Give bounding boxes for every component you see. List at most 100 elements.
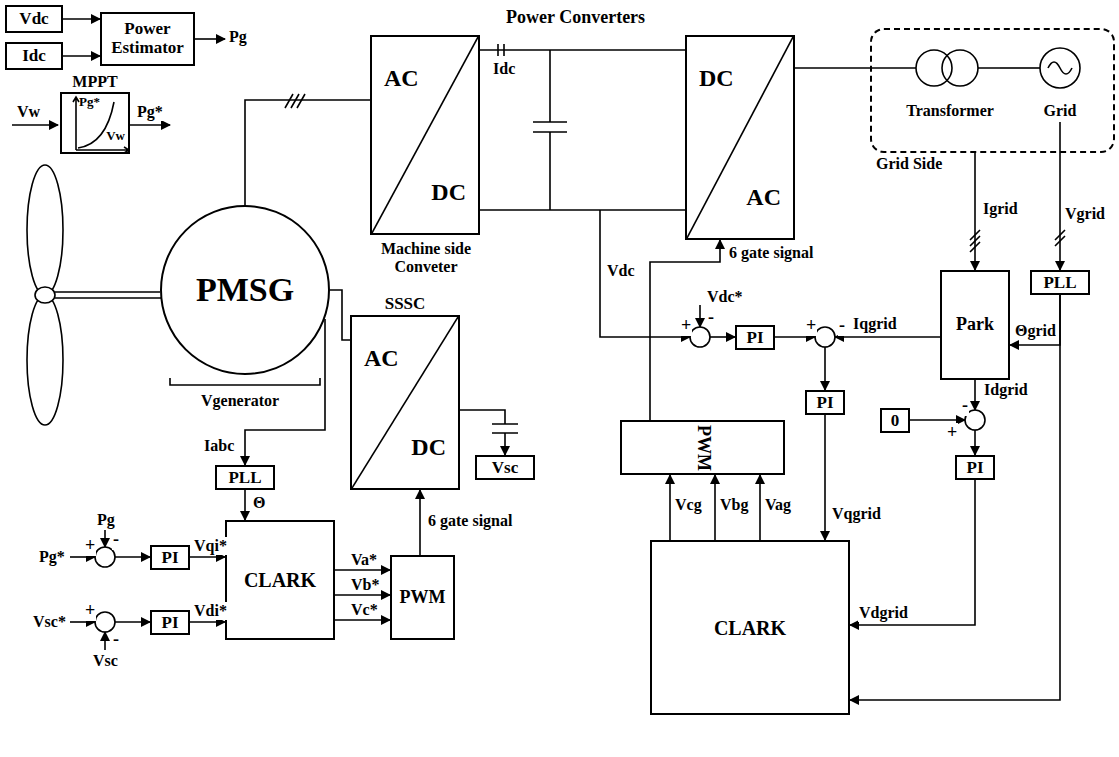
signal-label: Θgrid [1014,322,1057,340]
node-text: Transformer [906,102,994,120]
node-text: CLARK [714,617,786,639]
signal-connector [1000,67,1020,69]
node-text: PMSG [196,271,294,308]
node-text: PI [817,393,834,412]
pwm-box: PWM [620,420,785,475]
node-text: AC [384,65,419,91]
converter-box: ACDC [370,35,480,235]
pi-box: PI [150,610,190,635]
node-text: CLARK [244,569,316,591]
signal-connector [63,55,100,57]
node-text: DC [411,434,446,460]
node-text: PI [747,328,764,347]
signal-label: Vcg [674,496,703,514]
node-text: SSSC [385,295,426,314]
sign-label: + [805,316,817,336]
sign-label: - [112,530,120,550]
signal-arrow [115,556,150,558]
node-text: Grid [1044,102,1077,120]
node-text: PI [967,458,984,477]
dc-link-capacitor [533,50,567,210]
signal-arrow [699,305,701,327]
node-text: PWM [693,425,713,471]
signal-arrow [195,38,225,40]
sign-label: + [946,423,958,443]
sign-label: - [707,308,715,328]
signal-arrow [775,336,815,338]
signal-label: Vsc [92,652,119,670]
pi-box: PI [805,390,845,415]
signal-label: Vdi* [193,602,228,620]
node-text: AC [364,345,399,371]
part-label: Vgenerator [200,392,280,410]
converter-box: SSSCACDC [350,315,460,490]
clark-box: CLARK [225,520,335,640]
node-text: Vw [106,129,125,143]
converter-box: DCAC [685,35,795,240]
estimator-box: Power Estimator [100,12,195,66]
pi-box: PI [150,545,190,570]
signal-connector [714,475,716,540]
generator-circle: PMSG [160,205,330,375]
signal-label: Iqgrid [852,315,898,333]
signal-arrow [70,621,95,623]
signal-connector [650,240,720,420]
transformer-symbol: Transformer [900,42,1000,122]
summing-junction [95,612,115,632]
summing-junction [95,547,115,567]
signal-arrow [835,336,940,338]
signal-connector [335,619,390,621]
converter-diagonal [687,37,793,238]
node-text: Vdc [19,10,48,29]
signal-arrow [710,336,735,338]
node-text: PLL [1043,273,1076,292]
sign-label: + [84,601,96,621]
signal-label: Va* [350,551,378,569]
signal-arrow [824,347,826,390]
signal-arrow [910,419,965,421]
signal-connector [480,49,685,51]
clark-box: CLARK [650,540,850,715]
summing-junction [815,327,835,347]
node-text: Power Estimator [104,20,191,57]
dc-link-wire [480,209,685,211]
heading-label: Power Converters [505,8,646,28]
signal-label: Vdc* [706,288,744,306]
wind-arrow [12,124,58,126]
signal-connector [795,67,900,69]
turbine-shaft [55,292,161,298]
sign-label: + [680,316,692,336]
pi-box: PI [735,325,775,350]
signal-label: Iabc [203,437,235,455]
sign-label: + [84,536,96,556]
signal-label: 6 gate signal [427,512,513,530]
node-text: MPPT [72,73,117,91]
signal-connector [824,415,826,540]
signal-box: Idc [5,42,63,70]
turbine-hub [35,287,55,303]
signal-box: Vsc [475,455,535,480]
node-text: DC [699,65,734,91]
node-text: Pg* [79,95,100,109]
signal-arrow [104,632,106,650]
turbine-blade [27,295,63,425]
sssc-capacitor [492,424,518,433]
node-text: PI [162,613,179,632]
node-text: PLL [228,468,261,487]
signal-connector [850,480,975,625]
capacitor-gap [495,424,515,433]
signal-label: Θ [252,494,266,512]
signal-label: Pg* [136,103,164,121]
signal-connector [1059,122,1061,270]
signal-label: Vgrid [1064,205,1106,223]
pll-box: PLL [215,465,275,490]
sine-symbol [1048,62,1072,74]
signal-label: Vdgrid [858,604,909,622]
grid-source: Grid [1020,42,1100,122]
signal-connector [759,475,761,540]
mppt-box: MPPTPg*Vw [60,92,130,154]
signal-connector [335,594,390,596]
turbine-blade [27,165,63,295]
reference-box: 0 [880,408,910,433]
